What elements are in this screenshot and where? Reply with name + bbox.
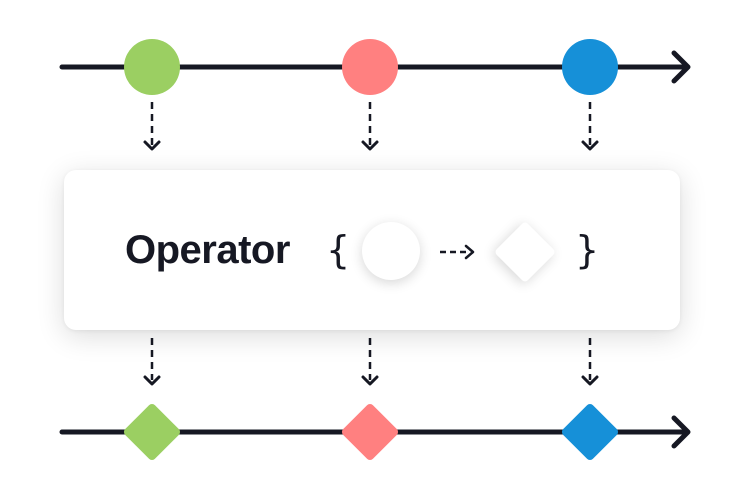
output-marble-diamond	[561, 403, 619, 461]
output-marble-diamond	[341, 403, 399, 461]
dashed-down-arrow	[361, 338, 379, 386]
input-circle-icon	[362, 222, 420, 280]
open-brace: {	[326, 228, 351, 272]
operator-title: Operator	[125, 228, 290, 272]
close-brace: }	[575, 228, 600, 272]
dashed-right-arrow-icon	[440, 244, 475, 260]
dashed-down-arrow	[143, 102, 161, 151]
input-to-operator-arrows	[143, 102, 599, 151]
input-marble-circle	[562, 39, 618, 95]
input-marble-circle	[124, 39, 180, 95]
operator-to-output-arrows	[143, 338, 599, 386]
output-marbles	[123, 403, 619, 461]
dashed-down-arrow	[361, 102, 379, 151]
dashed-down-arrow	[581, 102, 599, 151]
input-timeline-arrowhead	[671, 50, 691, 84]
output-marble-diamond	[123, 403, 181, 461]
output-timeline-arrowhead	[671, 415, 691, 449]
input-marble-circle	[342, 39, 398, 95]
input-marbles	[124, 39, 618, 95]
dashed-down-arrow	[581, 338, 599, 386]
dashed-down-arrow	[143, 338, 161, 386]
